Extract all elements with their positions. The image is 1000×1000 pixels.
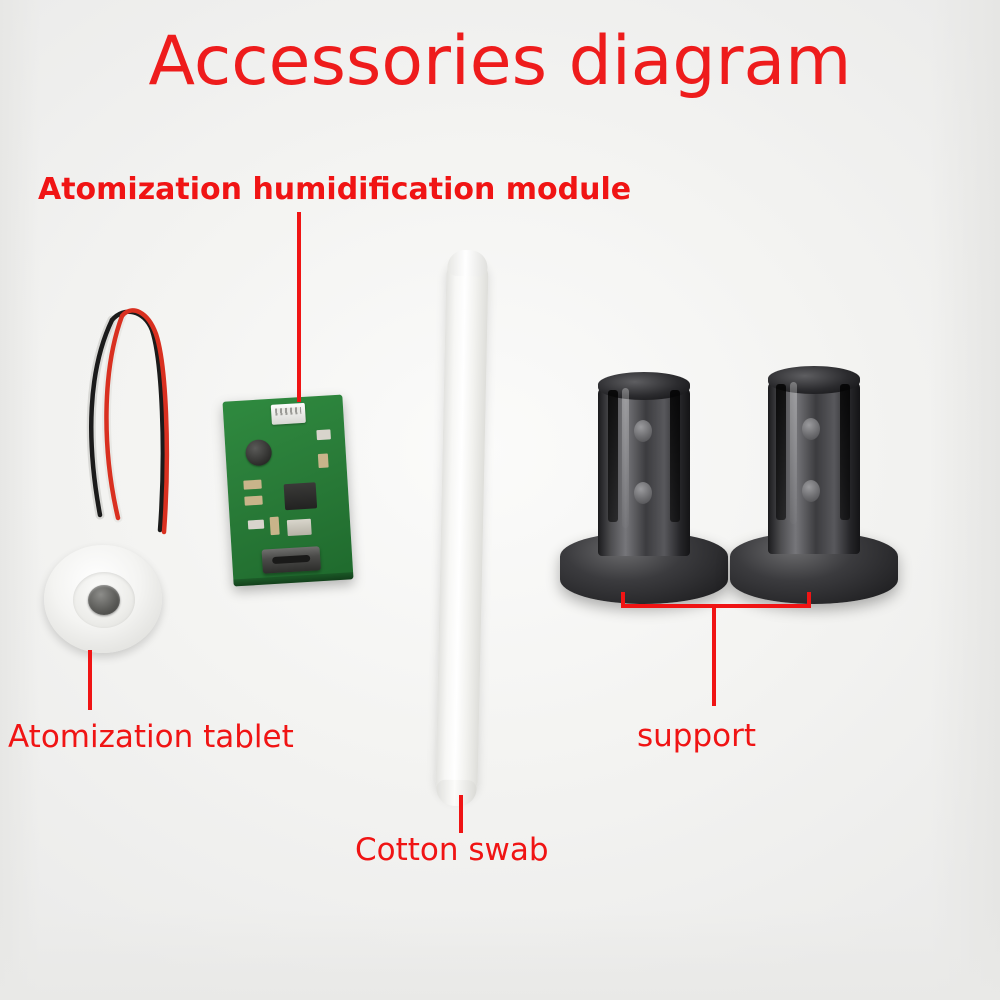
- label-atomization-tablet: Atomization tablet: [8, 719, 294, 755]
- support-right-stud: [802, 480, 820, 502]
- leader-line-support-left-tick: [621, 592, 625, 606]
- support-left-stud: [634, 420, 652, 442]
- pcb-resistor: [243, 479, 262, 490]
- leader-line-tablet: [88, 650, 92, 710]
- leader-line-module: [297, 212, 301, 402]
- pcb-board: [222, 394, 354, 587]
- support-right-slot: [840, 384, 850, 520]
- atomization-tablet: [40, 300, 240, 653]
- pcb-resistor: [316, 429, 331, 441]
- leader-line-support-bracket: [621, 604, 811, 608]
- pcb-micro-usb-port: [261, 546, 321, 574]
- cotton-swab-tip-bottom: [436, 779, 477, 807]
- pcb-resistor: [269, 516, 280, 536]
- background-shading-left: [0, 0, 40, 1000]
- pcb-resistor: [317, 453, 329, 469]
- cotton-swab-tip-top: [447, 249, 488, 277]
- support-left-stud: [634, 482, 652, 504]
- support-right-stud: [802, 418, 820, 440]
- pcb-solder-pad: [286, 518, 312, 537]
- leader-line-support-stem: [712, 604, 716, 706]
- support-left-slot: [670, 390, 680, 522]
- leader-line-swab: [459, 795, 463, 833]
- cotton-swab: [435, 249, 489, 807]
- tablet-disc-center: [88, 585, 120, 615]
- page-title: Accessories diagram: [148, 22, 852, 101]
- support-right-slot: [776, 384, 786, 520]
- support-left: [560, 364, 740, 604]
- pcb-resistor: [244, 495, 263, 506]
- pcb-board-edge: [233, 572, 354, 587]
- support-right: [730, 360, 910, 604]
- label-cotton-swab: Cotton swab: [355, 832, 549, 868]
- atomization-humidification-module: [222, 394, 354, 587]
- support-left-slot: [608, 390, 618, 522]
- background-shading-bottom: [0, 910, 1000, 1000]
- pcb-jst-connector: [270, 402, 306, 425]
- pcb-ic-chip: [283, 482, 318, 511]
- pcb-resistor: [247, 519, 265, 530]
- leader-line-support-right-tick: [807, 592, 811, 606]
- tablet-wires: [86, 308, 170, 535]
- pcb-capacitor: [244, 438, 273, 467]
- label-atomization-humidification-module: Atomization humidification module: [38, 172, 632, 207]
- support-left-highlight: [622, 388, 629, 528]
- background-shading-right: [930, 0, 1000, 1000]
- support-right-highlight: [790, 382, 797, 524]
- cotton-swab-body: [435, 257, 489, 799]
- label-support: support: [637, 718, 757, 754]
